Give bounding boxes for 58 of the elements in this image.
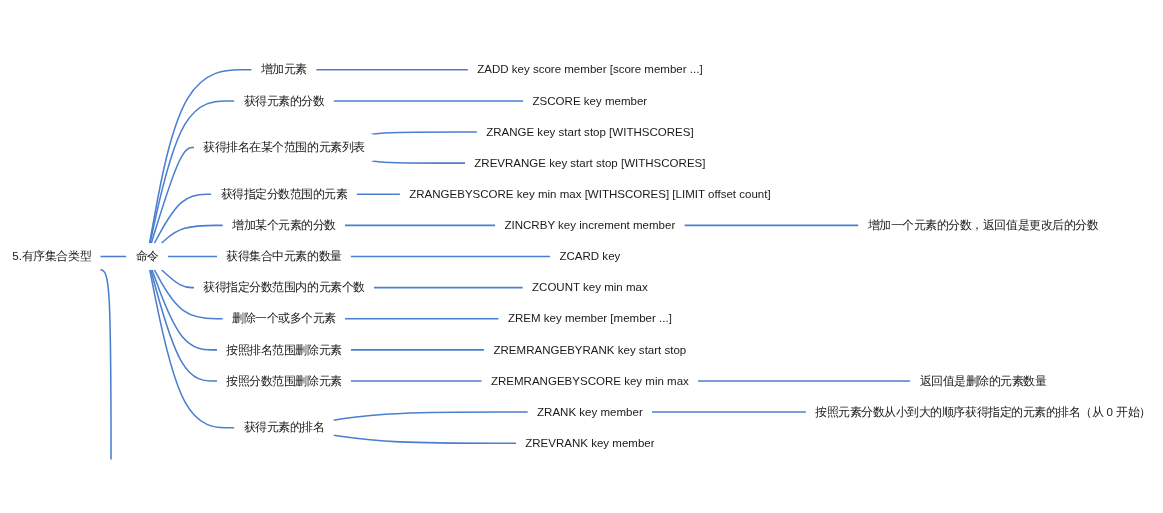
connector (651, 411, 807, 413)
node-text: 5.有序集合类型 (12, 249, 92, 263)
connector (315, 69, 469, 71)
node-text: 增加元素 (260, 62, 307, 76)
connector (151, 269, 218, 351)
node-text: 按照排名范围删除元素 (226, 342, 342, 356)
node-text: 获得元素的排名 (243, 420, 325, 434)
node-text: ZRANGEBYSCORE key min max [WITHSCORES] [LIMIT offset count] (409, 187, 771, 201)
node-text: ZADD key score member [score member ...] (477, 62, 703, 76)
node-text: ZREMRANGEBYSCORE key min max (490, 373, 689, 387)
node-text: 删除一个或多个元素 (232, 311, 336, 325)
connector (332, 411, 529, 421)
node-text: 获得指定分数范围内的元素个数 (203, 280, 365, 294)
connector (160, 269, 195, 289)
connector (344, 224, 497, 227)
connector (683, 224, 860, 227)
connector (332, 434, 517, 444)
connector (350, 349, 486, 351)
connector (370, 131, 478, 136)
node-text: ZREVRANGE key start stop [WITHSCORES] (474, 156, 706, 170)
node-text: 获得集合中元素的数量 (226, 249, 342, 263)
node-text: ZRANK key member (537, 404, 643, 419)
node-text: 增加某个元素的分数 (232, 218, 336, 232)
node-text: ZCARD key (559, 249, 621, 263)
node-text: 获得元素的分数 (243, 93, 325, 107)
node-text: 返回值是删除的元素数量 (919, 373, 1047, 387)
connector (150, 146, 195, 244)
node-text: ZREVRANK key member (525, 436, 655, 450)
connector (350, 380, 483, 382)
node-text: ZCOUNT key min max (532, 280, 648, 294)
connector (697, 380, 912, 382)
node-text: ZRANGE key start stop [WITHSCORES] (486, 124, 694, 138)
connector (99, 255, 128, 258)
connector (167, 255, 218, 258)
node-text: 获得指定分数范围的元素 (220, 187, 348, 201)
node-text: 获得排名在某个范围的元素列表 (203, 140, 365, 154)
connector (150, 269, 218, 382)
node-text: 按照元素分数从小到大的顺序获得指定的元素的排名（从 0 开始） (815, 404, 1151, 419)
connector (370, 160, 466, 164)
node-text: 命令 (135, 249, 159, 263)
node-text: 按照分数范围删除元素 (226, 373, 342, 387)
connector (148, 69, 253, 244)
connector (99, 269, 112, 461)
connector (149, 100, 236, 244)
connector (153, 193, 213, 244)
connector (344, 317, 500, 320)
connector (160, 224, 224, 244)
connector (332, 100, 525, 102)
node-text: ZSCORE key member (532, 93, 648, 107)
connector (149, 269, 236, 429)
node-text: ZINCRBY key increment member (504, 218, 676, 232)
connector (350, 255, 551, 258)
connector (153, 269, 224, 320)
node-text: ZREM key member [member ...] (507, 311, 672, 325)
node-text: ZREMRANGEBYRANK key start stop (493, 342, 687, 356)
node-text: 增加一个元素的分数，返回值是更改后的分数 (867, 218, 1099, 232)
connector (373, 286, 524, 289)
connector (355, 193, 401, 196)
